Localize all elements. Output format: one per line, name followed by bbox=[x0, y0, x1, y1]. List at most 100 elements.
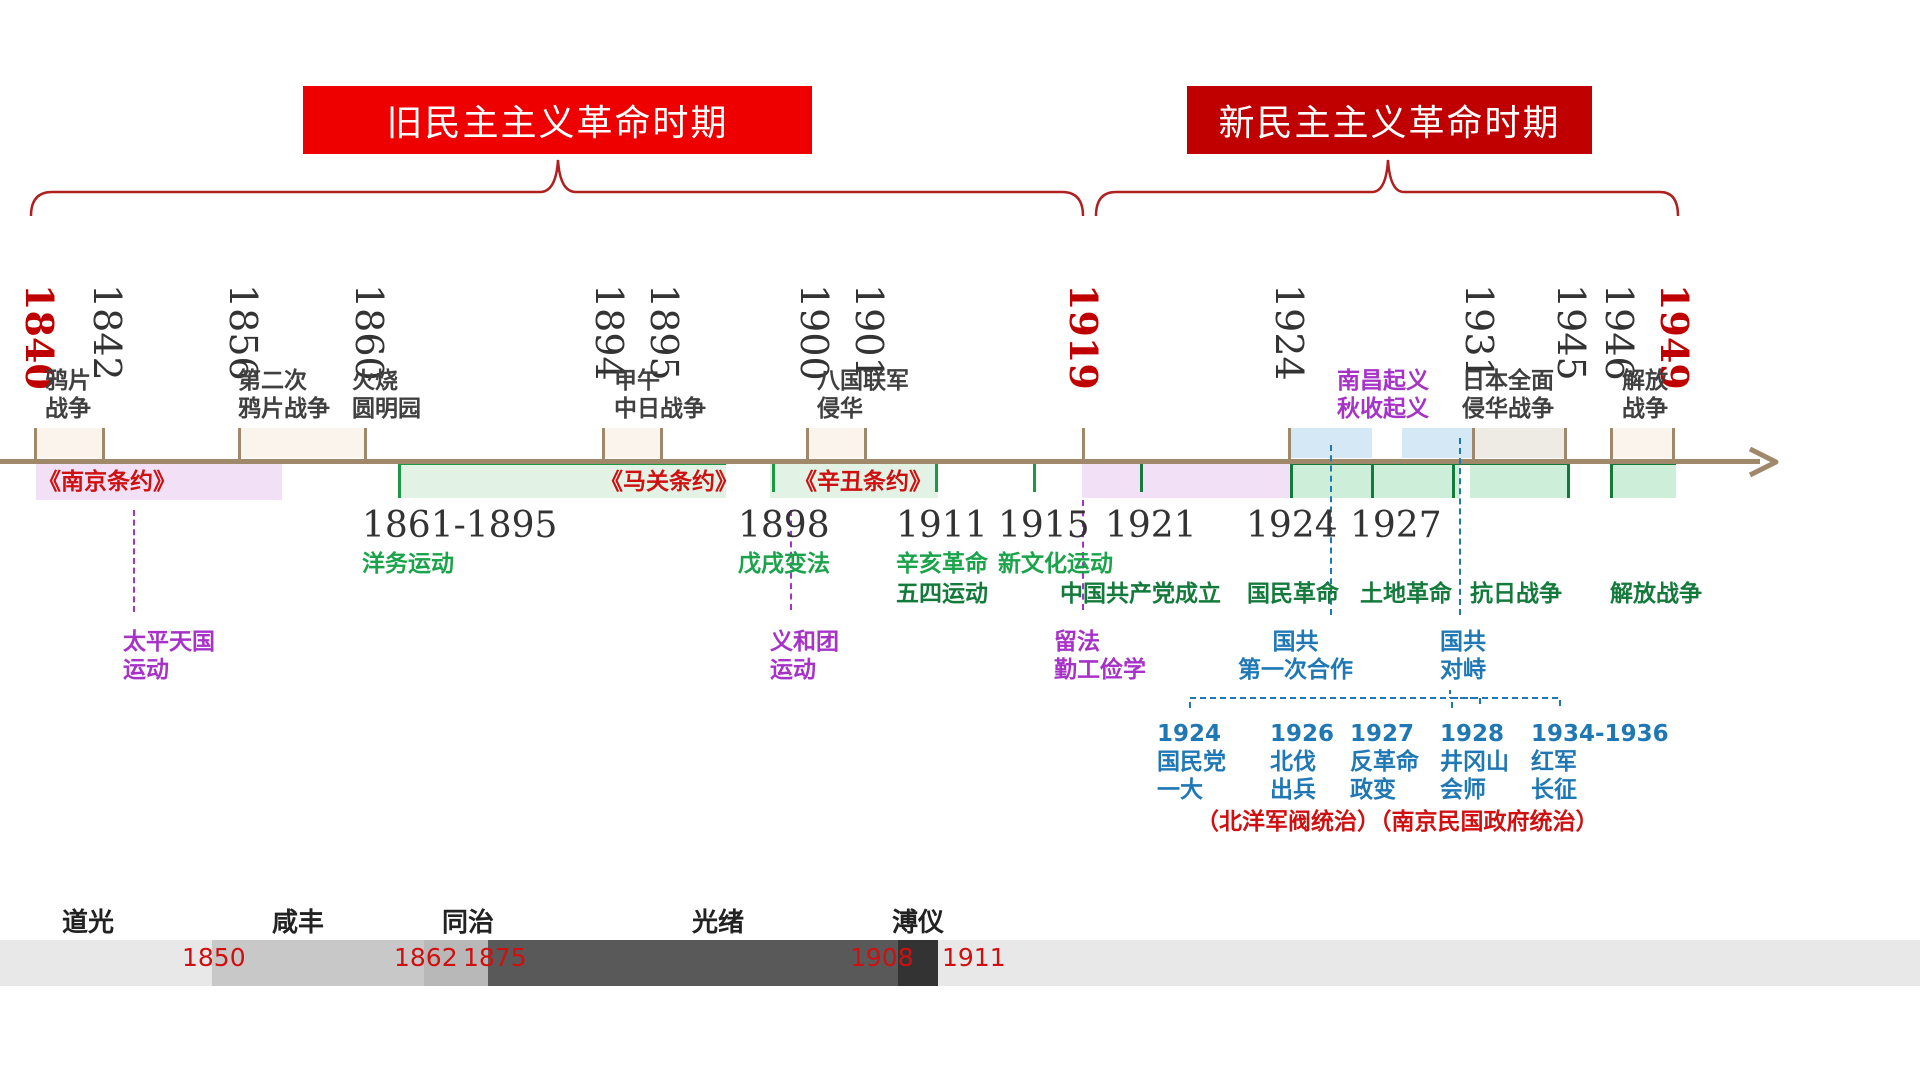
sino-japanese-war-label: 甲午 中日战争 bbox=[614, 368, 706, 422]
eight-nation-bar bbox=[808, 428, 866, 458]
sub-event-brackets bbox=[1189, 690, 1481, 708]
reign-puyi: 溥仪 bbox=[892, 908, 945, 938]
nanchang-uprising-label: 南昌起义 秋收起义 bbox=[1337, 368, 1429, 422]
sub-event-1924: 1924 国民党 一大 bbox=[1157, 721, 1226, 803]
year-1900: 1900 bbox=[792, 284, 836, 381]
anti-japan-war-label: 抗日战争 bbox=[1470, 581, 1562, 607]
year-1949: 1949 bbox=[1652, 284, 1697, 390]
year-1927: 1927 bbox=[1350, 505, 1442, 546]
year-1915: 1915 bbox=[998, 505, 1090, 546]
cpc-tick bbox=[1140, 462, 1143, 492]
old-democratic-title: 旧民主主义革命时期 bbox=[386, 103, 729, 144]
eight-nation-alliance-label: 八国联军 侵华 bbox=[817, 368, 909, 422]
wuxu-reform-label: 戊戌变法 bbox=[738, 551, 830, 577]
year-1924-top: 1924 bbox=[1267, 284, 1311, 381]
year-1945: 1945 bbox=[1549, 284, 1593, 381]
old-democratic-banner: 旧民主主义革命时期 bbox=[303, 86, 812, 154]
tick-1919 bbox=[1082, 428, 1085, 460]
xinchou-treaty-label: 《辛丑条约》 bbox=[794, 469, 932, 495]
tick-1931 bbox=[1472, 428, 1475, 460]
year-1898: 1898 bbox=[738, 505, 830, 546]
sub-event-brackets-right bbox=[1451, 697, 1561, 708]
japan-war-bar bbox=[1474, 428, 1564, 458]
period-braces bbox=[29, 159, 1680, 217]
reign-segment-guangxu bbox=[488, 940, 898, 986]
duizhi-connector bbox=[1459, 438, 1461, 615]
first-united-front-label: 国共 第一次合作 bbox=[1238, 629, 1353, 683]
year-1894: 1894 bbox=[587, 284, 631, 381]
yangwu-period-bar bbox=[398, 462, 726, 498]
year-1919: 1919 bbox=[1061, 284, 1106, 390]
opium-war-bar bbox=[36, 428, 104, 458]
reign-year-1850: 1850 bbox=[182, 943, 246, 972]
duizhi-bar bbox=[1402, 428, 1474, 458]
new-culture-label: 新文化运动 bbox=[998, 551, 1113, 577]
reign-segment-puyi bbox=[898, 940, 938, 986]
xinhai-revolution-label: 辛亥革命 bbox=[896, 551, 988, 577]
tick-1842 bbox=[102, 428, 105, 460]
tick-1894 bbox=[602, 428, 605, 460]
year-1946: 1946 bbox=[1597, 284, 1641, 381]
yihetuan-label: 义和团 运动 bbox=[770, 629, 839, 683]
tick-1895 bbox=[660, 428, 663, 460]
yangwu-movement-label: 洋务运动 bbox=[362, 551, 454, 577]
year-1924-below: 1924 bbox=[1246, 505, 1338, 546]
kangri-bar bbox=[1470, 462, 1570, 498]
year-1921: 1921 bbox=[1105, 505, 1197, 546]
northern-warlords-bar bbox=[1082, 462, 1292, 498]
reign-segment-tongzhi bbox=[424, 940, 488, 986]
reign-year-1908: 1908 bbox=[850, 943, 914, 972]
reign-year-1911: 1911 bbox=[942, 943, 1006, 972]
japan-invasion-label: 日本全面 侵华战争 bbox=[1462, 368, 1554, 422]
year-1901: 1901 bbox=[847, 284, 891, 381]
liberation-war-bar bbox=[1610, 462, 1676, 498]
year-1911: 1911 bbox=[896, 505, 988, 546]
xinhai-tick bbox=[935, 462, 938, 492]
yangwu-tick-start bbox=[398, 462, 401, 498]
wuxu-tick bbox=[772, 462, 775, 492]
timeline-axis bbox=[0, 459, 1760, 464]
guomin-revolution-bar bbox=[1290, 462, 1460, 498]
tick-1840 bbox=[34, 428, 37, 460]
coop1-connector bbox=[1330, 445, 1332, 615]
cpc-founding-label: 中国共产党成立 bbox=[1060, 581, 1221, 607]
burning-yuanmingyuan-label: 火烧 圆明园 bbox=[352, 368, 421, 422]
taiping-period-bar bbox=[36, 462, 282, 500]
tick-1949 bbox=[1672, 428, 1675, 460]
reign-daoguang: 道光 bbox=[62, 908, 115, 938]
liberation-war-label: 解放战争 bbox=[1610, 581, 1702, 607]
national-revolution-label: 国民革命 bbox=[1247, 581, 1339, 607]
year-1931: 1931 bbox=[1457, 284, 1501, 381]
year-1842: 1842 bbox=[85, 284, 129, 381]
year-1861-1895: 1861-1895 bbox=[362, 505, 558, 546]
tick-1945 bbox=[1564, 428, 1567, 460]
sub-event-1928: 1928 井冈山 会师 bbox=[1440, 721, 1509, 803]
kangri-tick bbox=[1452, 462, 1455, 498]
year-1860: 1860 bbox=[347, 284, 391, 381]
new-period-brace bbox=[1094, 159, 1680, 217]
tick-1900 bbox=[806, 428, 809, 460]
sub-event-1926: 1926 北伐 出兵 bbox=[1270, 721, 1335, 803]
tick-1856 bbox=[238, 428, 241, 460]
liufa-label: 留法 勤工俭学 bbox=[1054, 629, 1146, 683]
taiping-connector bbox=[133, 510, 135, 612]
year-1840: 1840 bbox=[17, 284, 62, 390]
year-1895: 1895 bbox=[642, 284, 686, 381]
second-opium-war-label: 第二次 鸦片战争 bbox=[238, 368, 330, 422]
sub-event-1927: 1927 反革命 政变 bbox=[1350, 721, 1419, 803]
reign-year-1875: 1875 bbox=[463, 943, 527, 972]
reign-guangxu: 光绪 bbox=[692, 908, 745, 938]
opium-war-label: 鸦片 战争 bbox=[45, 368, 91, 422]
liberation-war-top-bar bbox=[1612, 428, 1674, 458]
tick-1901 bbox=[864, 428, 867, 460]
tick-1924 bbox=[1288, 428, 1291, 460]
maguan-treaty-label: 《马关条约》 bbox=[600, 469, 738, 495]
new-democratic-banner: 新民主主义革命时期 bbox=[1187, 86, 1592, 154]
new-democratic-title: 新民主主义革命时期 bbox=[1218, 103, 1561, 144]
reign-year-1862: 1862 bbox=[394, 943, 458, 972]
second-opium-war-bar bbox=[240, 428, 366, 458]
tudi-tick bbox=[1371, 462, 1374, 498]
reign-xianfeng: 咸丰 bbox=[272, 908, 325, 938]
kangri-end-tick bbox=[1567, 462, 1570, 498]
may-fourth-label: 五四运动 bbox=[896, 581, 988, 607]
